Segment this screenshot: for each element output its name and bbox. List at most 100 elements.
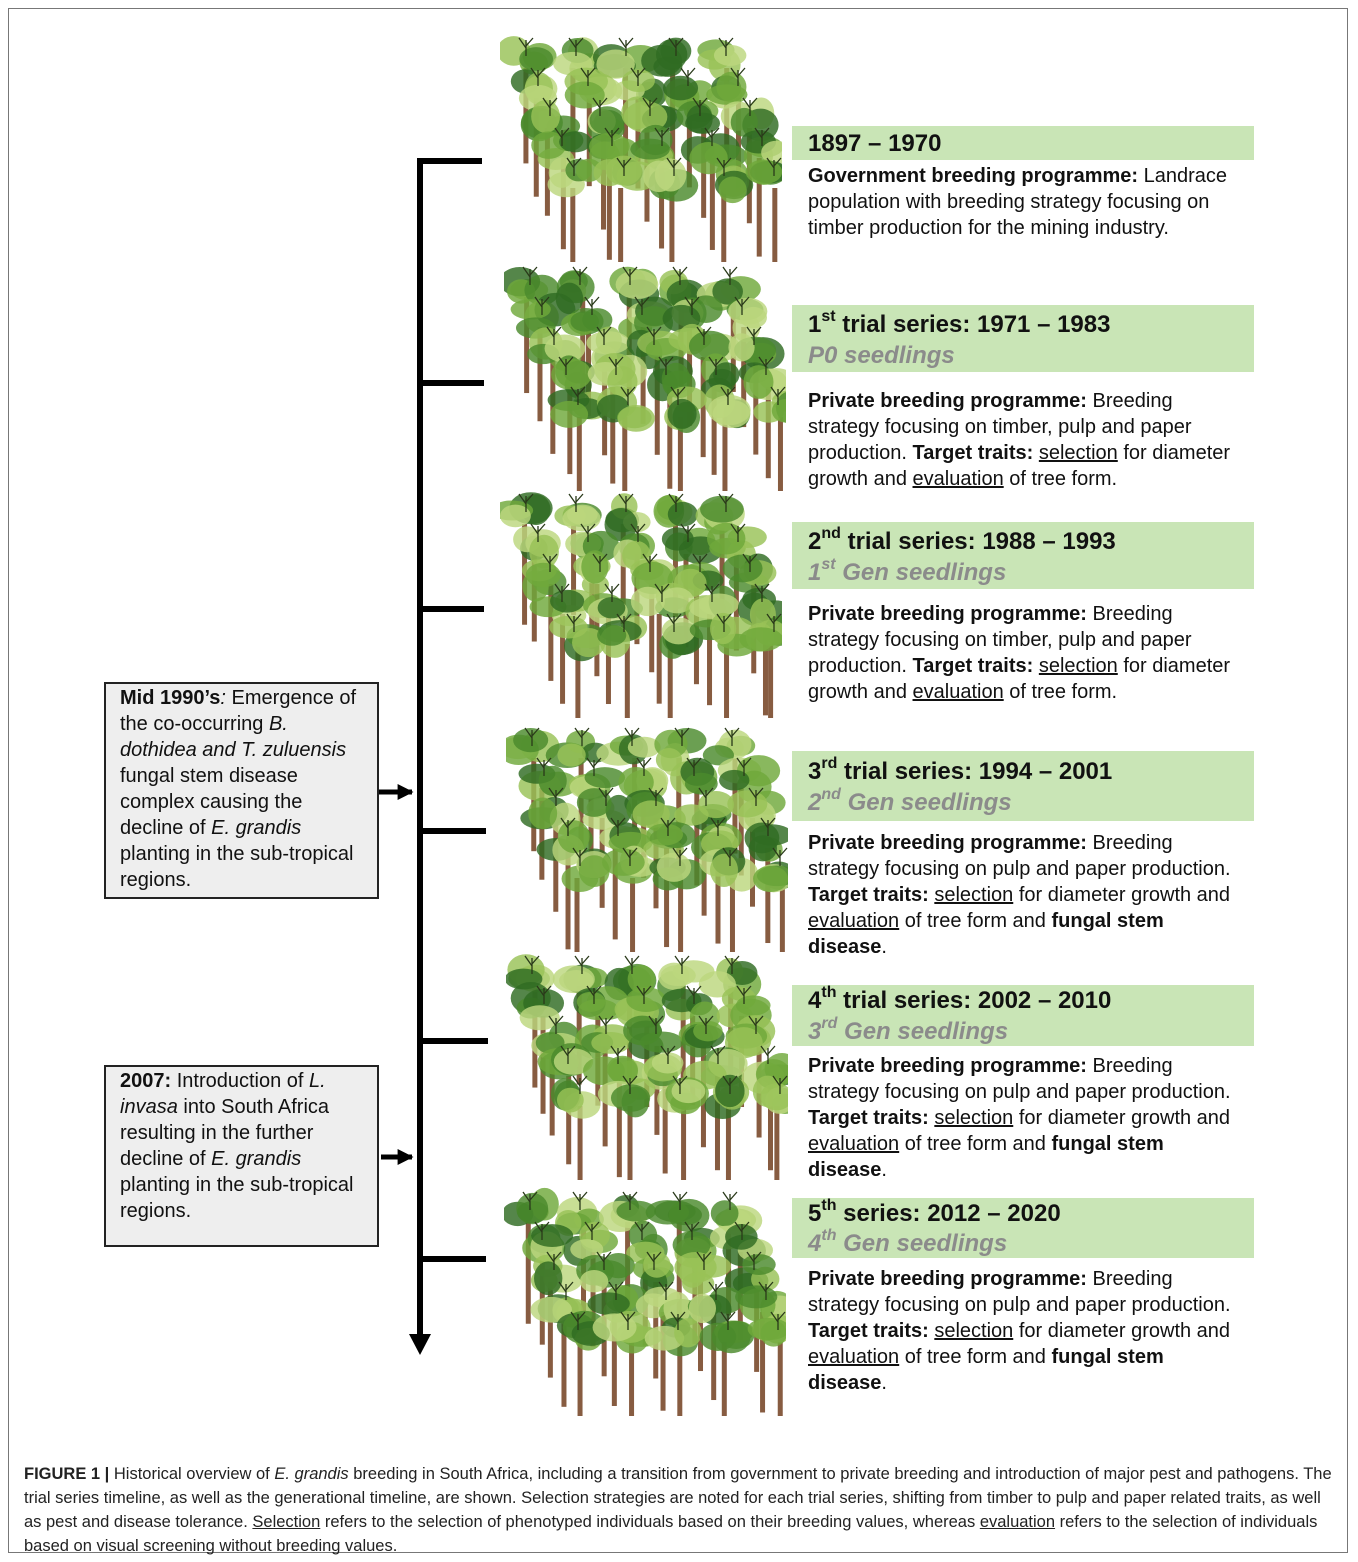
tree-trunk bbox=[765, 387, 771, 479]
generation-label: 3rd Gen seedlings bbox=[808, 1015, 1009, 1046]
tree-branch bbox=[722, 1191, 738, 1210]
tree-canopy bbox=[668, 1198, 710, 1232]
tree-branch bbox=[630, 523, 646, 542]
tree-trunk bbox=[570, 68, 576, 159]
tree-trunk bbox=[649, 584, 655, 673]
text-segment: Private breeding programme: bbox=[808, 1055, 1087, 1077]
tree-canopy bbox=[699, 1322, 737, 1351]
text-segment: into South Africa resulting in the furth… bbox=[120, 1096, 330, 1170]
tree-canopy bbox=[663, 1291, 691, 1325]
tree-canopy bbox=[559, 131, 592, 153]
tree-branch bbox=[630, 67, 646, 86]
tree-trunk bbox=[616, 1076, 622, 1178]
text-segment: L. invasa bbox=[120, 1070, 326, 1118]
tree-canopy bbox=[710, 612, 737, 645]
tree-branch bbox=[518, 493, 534, 512]
tree-branch bbox=[536, 757, 552, 776]
tree-branch bbox=[724, 955, 740, 974]
text-segment: FIGURE 1 | bbox=[24, 1465, 110, 1483]
stage-title: 4th trial series: 2002 – 2010 bbox=[808, 984, 1112, 1015]
text-segment: Landrace population with breeding strate… bbox=[808, 165, 1228, 239]
tree-branch bbox=[618, 493, 634, 512]
tree-canopy bbox=[726, 961, 758, 986]
tree-branch bbox=[660, 817, 676, 836]
tree-trunk bbox=[681, 1106, 687, 1180]
tree-branch bbox=[718, 37, 734, 56]
tree-canopy bbox=[562, 506, 601, 532]
tree-branch bbox=[524, 727, 540, 746]
tree-canopy bbox=[698, 791, 735, 819]
stage-title: 2nd trial series: 1988 – 1993 bbox=[808, 525, 1116, 556]
tree-branch bbox=[668, 37, 684, 56]
tree-canopy bbox=[516, 1192, 549, 1225]
tree-canopy bbox=[646, 823, 684, 846]
tree-branch bbox=[672, 1191, 688, 1210]
tree-branch bbox=[536, 985, 552, 1004]
generation-label: P0 seedlings bbox=[808, 342, 955, 369]
tree-branch bbox=[686, 757, 702, 776]
tree-canopy bbox=[519, 47, 554, 71]
text-segment: Emergence of the co-occurring bbox=[120, 687, 357, 735]
tree-branch bbox=[518, 37, 534, 56]
tree-branch bbox=[554, 127, 570, 146]
tree-trunk bbox=[779, 878, 785, 952]
tree-trunk bbox=[606, 158, 612, 260]
text-segment: of tree form and bbox=[899, 910, 1052, 932]
tree-branch bbox=[754, 583, 770, 602]
tree-canopy bbox=[513, 727, 549, 753]
stage-description: Private breeding programme: Breeding str… bbox=[808, 601, 1248, 705]
tree-branch bbox=[548, 787, 564, 806]
tree-stand-graphic bbox=[498, 727, 798, 952]
tree-branch bbox=[592, 553, 608, 572]
tree-trunk bbox=[677, 1342, 683, 1416]
text-segment: evaluation bbox=[808, 1133, 900, 1155]
text-segment: fungal stem disease complex causing the … bbox=[120, 765, 303, 839]
tree-canopy bbox=[710, 1200, 739, 1227]
tree-canopy bbox=[578, 855, 610, 888]
tree-canopy bbox=[662, 75, 699, 101]
stage-description: Private breeding programme: Breeding str… bbox=[808, 1266, 1248, 1396]
text-segment: for diameter growth and bbox=[808, 442, 1231, 490]
tree-trunk bbox=[588, 788, 594, 876]
tree-canopy bbox=[587, 1292, 630, 1315]
tree-canopy bbox=[551, 358, 592, 391]
tree-stand-illustration bbox=[499, 255, 804, 495]
tree-branch bbox=[646, 326, 662, 345]
tree-canopy bbox=[689, 142, 728, 175]
text-segment: E. grandis bbox=[211, 817, 302, 839]
tree-canopy bbox=[660, 587, 694, 614]
tree-branch bbox=[718, 493, 734, 512]
tree-branch bbox=[622, 1191, 638, 1210]
tree-branch bbox=[572, 266, 588, 285]
tree-branch bbox=[684, 1221, 700, 1240]
tree-branch bbox=[670, 386, 686, 405]
stage-description: Private breeding programme: Breeding str… bbox=[808, 1053, 1248, 1183]
tree-branch bbox=[642, 553, 658, 572]
tree-trunk bbox=[624, 644, 630, 718]
tree-trunk bbox=[612, 848, 618, 940]
tree-branch bbox=[560, 1045, 576, 1064]
stage-header: 1897 – 1970 bbox=[792, 126, 1254, 160]
tree-trunk bbox=[777, 417, 783, 491]
tree-canopy bbox=[531, 99, 561, 133]
tree-branch bbox=[566, 157, 582, 176]
tree-canopy bbox=[700, 495, 744, 523]
tree-trunk bbox=[560, 158, 566, 250]
tree-trunk bbox=[610, 387, 616, 484]
tree-branch bbox=[648, 1015, 664, 1034]
tree-trunk bbox=[756, 158, 762, 257]
tree-canopy bbox=[544, 334, 586, 363]
tree-canopy bbox=[581, 550, 609, 584]
tree-trunk bbox=[618, 188, 624, 262]
tree-canopy bbox=[604, 508, 638, 542]
tree-branch bbox=[546, 326, 562, 345]
tree-branch bbox=[672, 266, 688, 285]
tree-trunk bbox=[656, 614, 662, 704]
tree-canopy bbox=[719, 769, 750, 791]
tree-branch bbox=[742, 97, 758, 116]
tree-branch bbox=[592, 97, 608, 116]
tree-canopy bbox=[584, 767, 626, 788]
text-segment: Target traits: bbox=[808, 1320, 929, 1342]
tree-trunk bbox=[724, 644, 730, 718]
tree-trunk bbox=[715, 848, 721, 944]
